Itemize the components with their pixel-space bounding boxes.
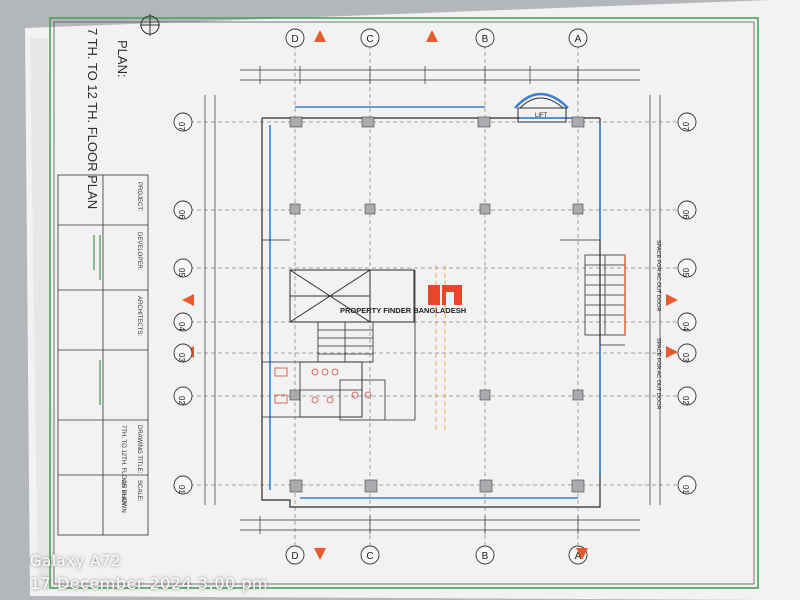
lift-core xyxy=(514,92,569,123)
tb-drawing-title: 7TH. TO 12TH. FLOOR PLAN xyxy=(120,425,126,505)
grid-letter-bottom-c: C xyxy=(366,551,373,562)
toilet-fixtures-red xyxy=(274,367,372,404)
grid-number-left-06: 06 xyxy=(177,210,186,219)
grid-number-left-03: 03 xyxy=(177,353,186,362)
grid-bubbles-left xyxy=(173,112,193,495)
grid-number-right-04: 04 xyxy=(681,322,690,331)
toilet-block xyxy=(261,361,386,421)
grid-letter-top-a: A xyxy=(575,34,582,45)
plan-title: 7 TH. TO 12 TH. FLOOR PLAN xyxy=(85,28,100,209)
grid-letter-top-d: D xyxy=(291,34,298,45)
grid-number-right-01: 01 xyxy=(681,485,690,494)
north-arrow-icon xyxy=(140,14,160,36)
paper-shadow xyxy=(30,38,55,590)
camera-stamp-datetime: 17 December 2024 3:00 pm xyxy=(30,574,269,593)
grid-number-left-04: 04 xyxy=(177,322,186,331)
watermark-logo xyxy=(428,285,462,305)
grid-number-right-07: 07 xyxy=(681,122,690,131)
dimension-ticks xyxy=(259,66,579,534)
title-block xyxy=(57,174,149,536)
grid-number-right-03: 03 xyxy=(681,353,690,362)
stairs-right xyxy=(584,254,626,336)
lift-label: LIFT xyxy=(535,113,548,119)
grid-letter-bottom-b: B xyxy=(482,551,489,562)
elevator-shafts xyxy=(289,269,415,323)
dimension-lines xyxy=(204,69,661,531)
columns xyxy=(289,116,585,493)
grid-bubbles-right xyxy=(677,112,697,495)
tb-architects-label: ARCHITECTS: xyxy=(136,296,142,336)
grid-number-right-02: 02 xyxy=(681,396,690,405)
grid-bubbles-top xyxy=(285,28,588,48)
tb-scale: AS SHOWN xyxy=(120,480,126,513)
grid-letter-bottom-d: D xyxy=(291,551,298,562)
grid-number-left-02: 02 xyxy=(177,396,186,405)
tb-drawing-title-label: DRAWING TITLE: xyxy=(136,425,142,474)
tb-project-label: PROJECT: xyxy=(136,182,142,211)
title-block-green-notes xyxy=(93,235,101,405)
partition-lines xyxy=(262,239,625,421)
watermark-text: PROPERTY FINDER BANGLADESH xyxy=(340,306,466,315)
grid-number-left-07: 07 xyxy=(177,122,186,131)
grid-letter-top-b: B xyxy=(482,34,489,45)
grid-lines xyxy=(190,45,690,545)
camera-stamp-device: Galaxy A72 xyxy=(30,552,122,570)
grid-number-right-05: 05 xyxy=(681,268,690,277)
grid-letter-top-c: C xyxy=(366,34,373,45)
grid-letter-bottom-a: A xyxy=(575,551,582,562)
tb-developer-label: DEVELOPER: xyxy=(136,232,142,271)
exterior-walls-blue xyxy=(269,106,601,499)
grid-number-right-06: 06 xyxy=(681,210,690,219)
paper-sheet xyxy=(25,0,800,600)
drawing-border-inner xyxy=(53,21,755,585)
grid-number-left-01: 01 xyxy=(177,485,186,494)
ac-note-lower: SPACE FOR AC OUT DOOR xyxy=(655,338,661,409)
ac-note-upper: SPACE FOR AC OUT DOOR xyxy=(655,240,661,311)
drawing-border xyxy=(49,17,759,589)
plan-label: PLAN: xyxy=(115,40,130,78)
tb-scale-label: SCALE: xyxy=(136,480,142,502)
grid-number-left-05: 05 xyxy=(177,268,186,277)
